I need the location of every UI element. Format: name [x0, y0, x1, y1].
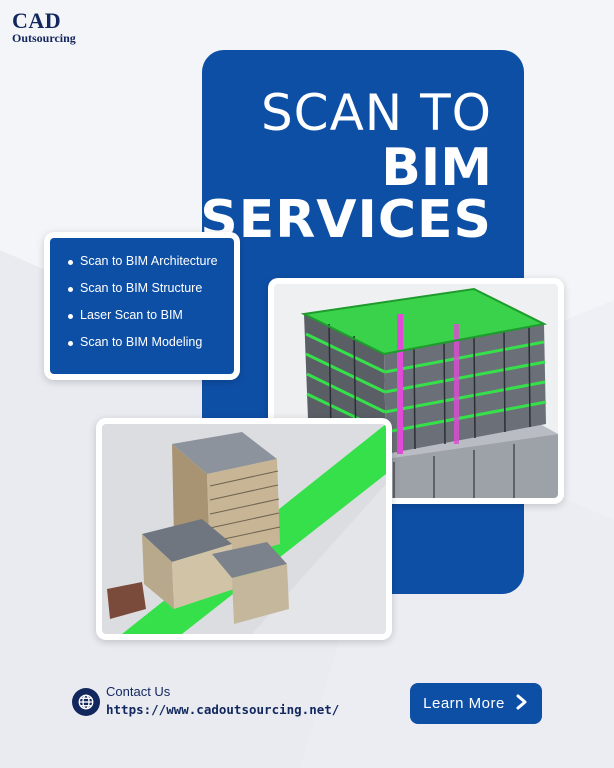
company-logo: CAD Outsourcing	[12, 10, 76, 45]
headline-line-1: SCAN TO	[260, 84, 492, 142]
service-item: Laser Scan to BIM	[68, 308, 234, 335]
headline-line-3: SERVICES	[200, 190, 492, 250]
globe-icon	[72, 688, 100, 716]
logo-line-1: CAD	[12, 8, 62, 33]
service-item: Scan to BIM Architecture	[68, 254, 234, 281]
learn-more-button[interactable]: Learn More	[410, 683, 542, 724]
services-list: Scan to BIM Architecture Scan to BIM Str…	[68, 254, 234, 362]
bim-structure-illustration	[274, 284, 558, 498]
building-model-illustration	[102, 424, 386, 634]
headline-line-2: BIM	[381, 138, 492, 198]
logo-line-2: Outsourcing	[12, 31, 76, 45]
chevron-right-icon	[515, 694, 529, 714]
contact-label: Contact Us	[106, 684, 171, 699]
services-list-panel: Scan to BIM Architecture Scan to BIM Str…	[50, 238, 234, 374]
services-card: Scan to BIM Architecture Scan to BIM Str…	[44, 232, 240, 380]
website-link[interactable]: https://www.cadoutsourcing.net/	[106, 702, 340, 717]
building-model-image	[96, 418, 392, 640]
service-item: Scan to BIM Modeling	[68, 335, 234, 362]
bim-structure-image	[268, 278, 564, 504]
service-item: Scan to BIM Structure	[68, 281, 234, 308]
learn-more-label: Learn More	[423, 695, 505, 712]
